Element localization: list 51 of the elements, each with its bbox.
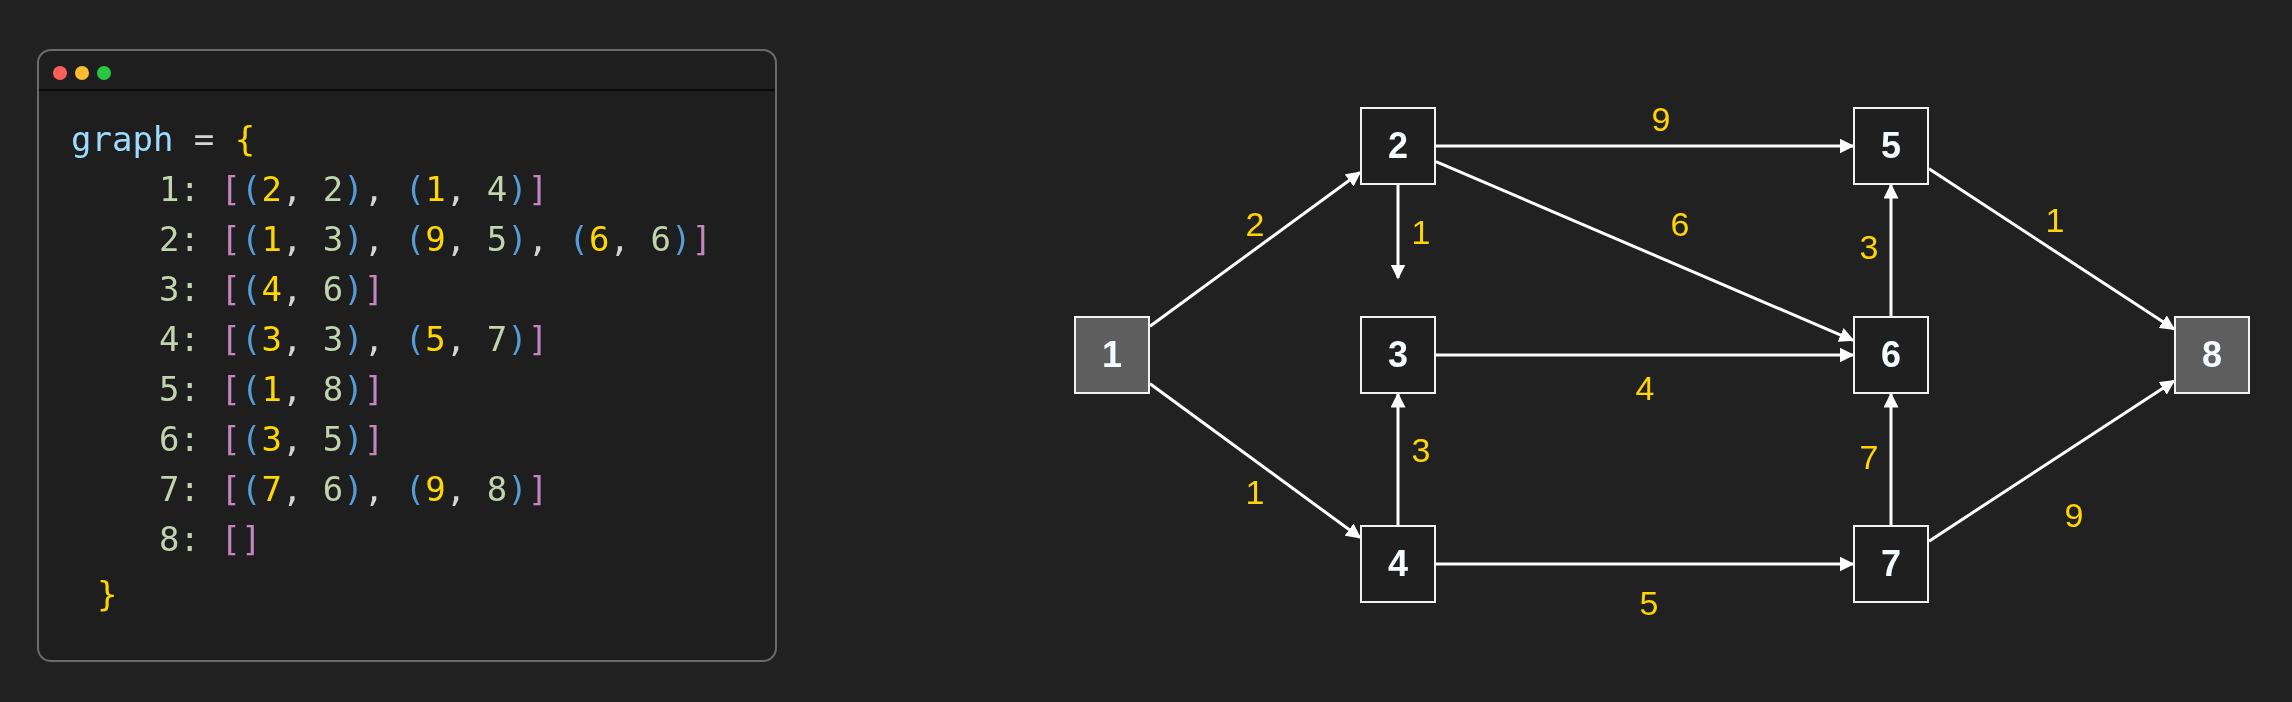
code-line: 5: [(1, 8)] xyxy=(159,372,385,406)
node-number: 1 xyxy=(1102,337,1122,373)
edge-label: 2 xyxy=(1245,207,1265,241)
arrow xyxy=(1435,160,1855,342)
code-line: 1: [(2, 2), (1, 4)] xyxy=(159,172,549,206)
graph-node-box xyxy=(1853,316,1929,394)
graph-node-box xyxy=(1074,316,1150,394)
edge-label: 9 xyxy=(1651,102,1671,136)
graph-node-box xyxy=(1360,525,1436,603)
arrow xyxy=(1883,183,1899,316)
code-line: graph = { xyxy=(71,122,256,156)
arrow xyxy=(1436,556,1855,572)
arrow xyxy=(1928,167,2176,331)
arrow xyxy=(1149,171,1362,328)
arrow xyxy=(1883,392,1899,525)
edge-label: 4 xyxy=(1635,371,1655,405)
edge-label: 3 xyxy=(1411,433,1431,467)
code-line: 8: [] xyxy=(159,522,262,556)
graph-node-box xyxy=(1360,316,1436,394)
code-line: } xyxy=(97,577,118,611)
node-number: 4 xyxy=(1388,546,1408,582)
edge-label: 1 xyxy=(1245,475,1265,509)
arrow xyxy=(1928,379,2176,543)
node-number: 5 xyxy=(1881,128,1901,164)
code-line: 3: [(4, 6)] xyxy=(159,272,385,306)
edge-label: 6 xyxy=(1670,207,1690,241)
graph-node-box xyxy=(1360,107,1436,185)
arrow xyxy=(1149,382,1362,539)
code-line: 6: [(3, 5)] xyxy=(159,422,385,456)
arrow xyxy=(1436,347,1855,363)
graph-node-box xyxy=(1853,107,1929,185)
edge-label: 7 xyxy=(1859,440,1879,474)
code-window xyxy=(37,49,777,662)
code-line: 7: [(7, 6), (9, 8)] xyxy=(159,472,549,506)
node-number: 2 xyxy=(1388,128,1408,164)
code-line: 2: [(1, 3), (9, 5), (6, 6)] xyxy=(159,222,712,256)
edge-label: 1 xyxy=(2045,203,2065,237)
edge-label: 1 xyxy=(1411,215,1431,249)
graph-node-box xyxy=(2174,316,2250,394)
edge-label: 9 xyxy=(2064,498,2084,532)
code-line: 4: [(3, 3), (5, 7)] xyxy=(159,322,549,356)
arrow xyxy=(1390,392,1406,525)
arrow xyxy=(1436,138,1855,154)
arrow xyxy=(1390,185,1406,280)
node-number: 3 xyxy=(1388,337,1408,373)
node-number: 7 xyxy=(1881,546,1901,582)
node-number: 8 xyxy=(2202,337,2222,373)
node-number: 6 xyxy=(1881,337,1901,373)
edge-label: 5 xyxy=(1639,586,1659,620)
graph-node-box xyxy=(1853,525,1929,603)
edge-label: 3 xyxy=(1859,230,1879,264)
